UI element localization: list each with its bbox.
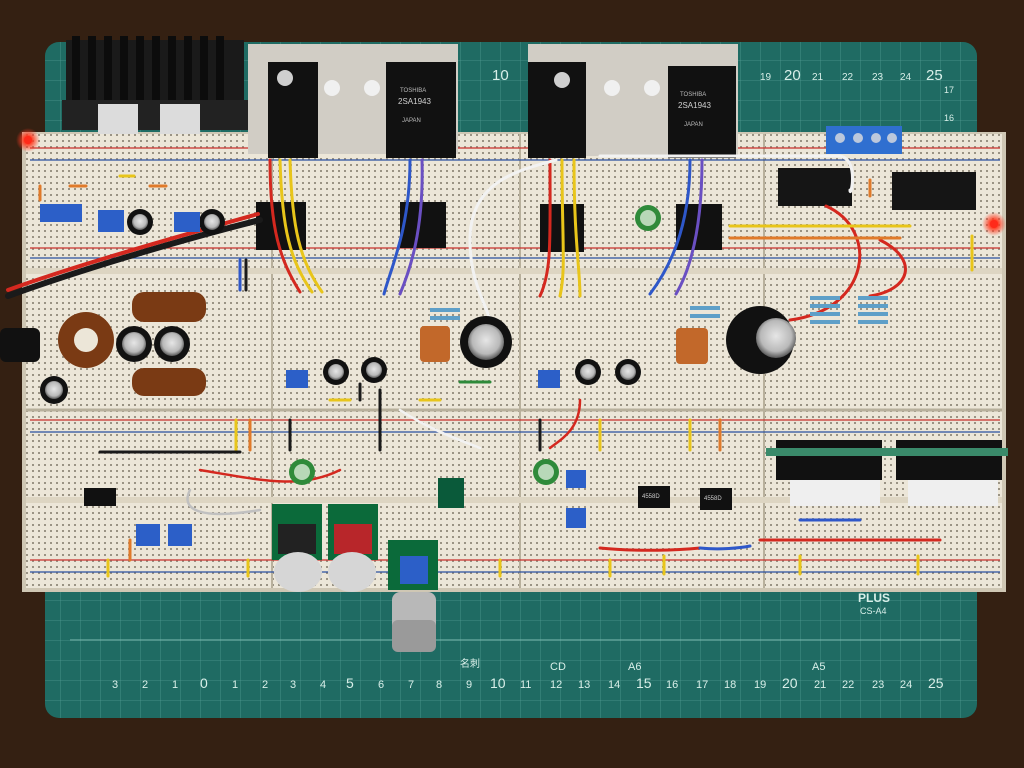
status-leds [16,128,1006,236]
svg-text:1: 1 [172,679,178,691]
power-supply-section [0,292,206,404]
mat-top-scale: 10 20 25 19 21 22 23 24 17 16 [492,67,954,123]
svg-text:23: 23 [872,72,884,83]
svg-text:10: 10 [490,675,506,691]
resistor-banks [430,296,888,324]
svg-text:20: 20 [782,675,798,691]
svg-text:名刺: 名刺 [460,657,480,670]
svg-text:19: 19 [754,679,766,691]
breadboard-array [22,132,1006,592]
svg-text:19: 19 [760,72,772,83]
op-amp-chips: 4558D 4558D [84,478,732,510]
svg-text:CS-A4: CS-A4 [860,606,887,616]
relay-2 [892,172,976,210]
relay-1 [778,168,852,206]
svg-text:25: 25 [928,675,944,691]
svg-text:17: 17 [696,679,708,691]
svg-text:22: 22 [842,72,854,83]
svg-text:A5: A5 [812,661,825,673]
svg-text:3: 3 [290,679,296,691]
svg-text:23: 23 [872,679,884,691]
jumper-wires [38,174,974,578]
svg-text:18: 18 [724,679,736,691]
svg-text:15: 15 [636,675,652,691]
svg-text:2SA1943: 2SA1943 [678,101,711,110]
svg-text:7: 7 [408,679,414,691]
power-transistor-1 [268,62,318,158]
mat-bottom-scale: 3 2 1 0 1 2 3 4 5 6 7 8 9 10 11 12 13 14… [112,675,944,691]
svg-text:3: 3 [112,679,118,691]
svg-text:2: 2 [142,679,148,691]
svg-text:16: 16 [666,679,678,691]
ribbon-connectors [766,440,1008,506]
svg-text:2: 2 [262,679,268,691]
svg-text:22: 22 [842,679,854,691]
screw-terminal-block [826,126,902,154]
svg-text:14: 14 [608,679,620,691]
svg-text:6: 6 [378,679,384,691]
svg-text:CD: CD [550,661,566,673]
svg-text:PLUS: PLUS [858,591,890,605]
svg-text:0: 0 [200,675,208,691]
trimmer-potentiometers [40,204,586,546]
svg-text:12: 12 [550,679,562,691]
air-core-coils [420,326,708,364]
svg-text:20: 20 [784,67,801,84]
svg-text:TOSHIBA: TOSHIBA [680,92,706,98]
heatsink-left [62,36,248,134]
svg-text:JAPAN: JAPAN [402,118,421,124]
aluminum-heatsink-1: 2SA1943 TOSHIBA JAPAN [248,44,458,158]
svg-text:13: 13 [578,679,590,691]
svg-text:4558D: 4558D [704,496,722,502]
svg-text:24: 24 [900,679,912,691]
svg-text:4: 4 [320,679,326,691]
svg-text:4558D: 4558D [642,494,660,500]
svg-text:17: 17 [944,85,954,95]
electrolytic-capacitors [127,205,796,485]
input-section [272,504,438,652]
svg-text:21: 21 [814,679,826,691]
svg-text:TOSHIBA: TOSHIBA [400,88,426,94]
svg-text:24: 24 [900,72,912,83]
mat-size-labels: 名刺 CD A6 A5 PLUS CS-A4 [460,591,890,673]
svg-text:8: 8 [436,679,442,691]
svg-text:25: 25 [926,67,943,84]
svg-text:JAPAN: JAPAN [684,122,703,128]
wires [5,154,907,552]
svg-text:21: 21 [812,72,824,83]
svg-text:16: 16 [944,113,954,123]
power-transistor-2 [386,62,456,158]
svg-text:10: 10 [492,67,509,84]
svg-text:2SA1943: 2SA1943 [398,97,431,106]
svg-text:5: 5 [346,675,354,691]
svg-text:9: 9 [466,679,472,691]
power-transistor-4 [668,66,736,158]
svg-text:11: 11 [520,679,531,691]
aluminum-heatsink-2: 2SA1943 TOSHIBA JAPAN [528,44,738,158]
svg-text:A6: A6 [628,661,641,673]
svg-text:1: 1 [232,679,238,691]
